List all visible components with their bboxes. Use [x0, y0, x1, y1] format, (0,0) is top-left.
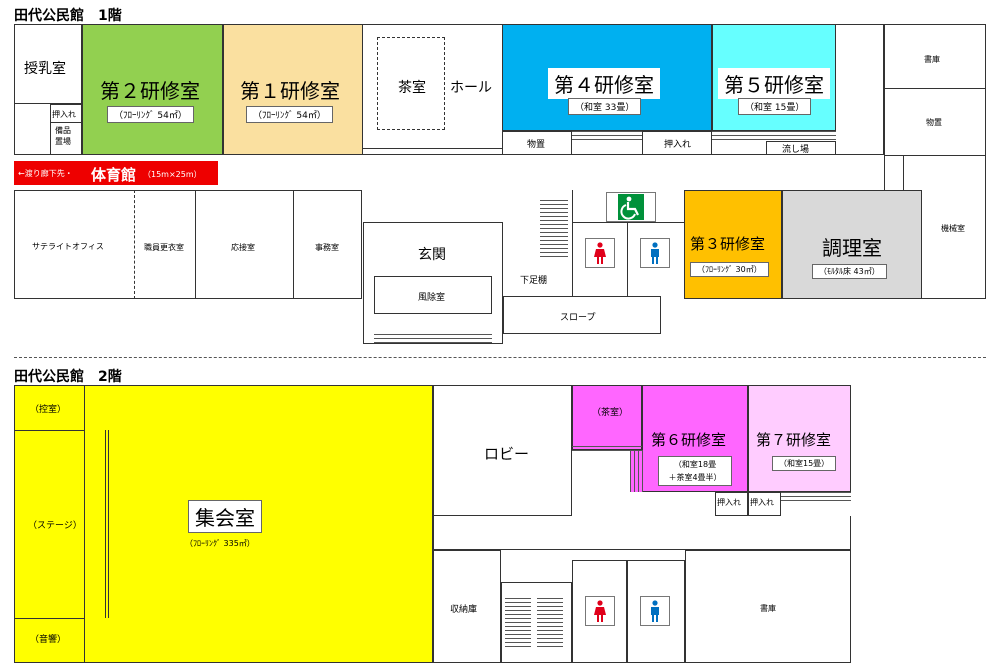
kitchen-sub: （ﾓﾙﾀﾙ床 43㎡）: [812, 264, 887, 279]
oshiire-small-label: 押入れ: [52, 110, 76, 119]
shoko-2f-label: 書庫: [760, 604, 776, 613]
getabako-label: 下足棚: [520, 276, 548, 286]
female-toilet-icon: [585, 238, 615, 268]
floor-separator: [14, 357, 986, 358]
stage-label: （ステージ）: [28, 521, 82, 531]
male-toilet-2f-icon: [640, 596, 670, 626]
nagashiba-label: 流し場: [782, 145, 810, 155]
fujoshitsu-label: 風除室: [418, 293, 446, 303]
shunoko-label: 収納庫: [450, 605, 478, 615]
assembly-hall-name: 集会室: [188, 500, 262, 533]
female-toilet-2f: [572, 560, 627, 663]
kenshu-room-3-name: 第３研修室: [690, 235, 766, 253]
kenshu-room-1: [223, 24, 363, 155]
kenshu-room-7-sub: （和室15畳）: [772, 456, 837, 471]
oshiire-2f-2: [748, 492, 781, 516]
floor1-east-block: [884, 24, 986, 299]
kenshu-room-2-sub: （ﾌﾛｰﾘﾝｸﾞ 54㎡）: [107, 106, 194, 123]
sink-area: [766, 141, 836, 155]
floor2-title: 田代公民館 2階: [14, 369, 122, 385]
kenshu-room-6-name: 第６研修室: [651, 431, 727, 449]
floor1-title: 田代公民館 1階: [14, 8, 122, 24]
oshiire-label: 押入れ: [664, 140, 692, 150]
slope: [503, 296, 661, 334]
kenshu-room-5-name: 第５研修室: [718, 68, 830, 99]
kenshu-room-4-name: 第４研修室: [548, 68, 660, 99]
monooki-label: 物置: [527, 140, 546, 150]
gym-size: （15m×25m）: [143, 170, 202, 179]
kitchen: [782, 190, 922, 299]
kenshu-room-2-name: 第２研修室: [100, 79, 200, 103]
oshiire-2f-1-label: 押入れ: [717, 498, 741, 507]
male-toilet-icon: [640, 238, 670, 268]
vestibule: [374, 276, 492, 314]
tea-room-2f: [572, 385, 642, 450]
kenshu-room-1-name: 第１研修室: [240, 79, 340, 103]
tea-room-2f-label: （茶室）: [592, 408, 629, 418]
floor1-west-block: [14, 190, 362, 299]
oshiire-room: [642, 131, 712, 155]
kenshu-room-5-sub: （和室 15畳）: [738, 98, 812, 115]
female-toilet-2f-icon: [585, 596, 615, 626]
reception-label: 応接室: [231, 243, 255, 252]
accessible-toilet-icon: [606, 192, 656, 222]
oshiire-2f-1: [715, 492, 748, 516]
nursing-room: [14, 24, 82, 104]
office-label: 事務室: [315, 243, 339, 252]
library-2f: [685, 550, 851, 663]
locker-label: 職員更衣室: [144, 243, 184, 252]
kenshu-room-6-sub2: ＋茶室4畳半）: [668, 473, 722, 482]
storage-2f: [433, 550, 501, 663]
hall-label: ホール: [450, 80, 492, 96]
monooki2-label: 物置: [926, 118, 942, 127]
tea-room-label: 茶室: [398, 80, 426, 96]
kenshu-room-3: [684, 190, 782, 299]
storage-closet: [50, 104, 82, 155]
lobby-label: ロビー: [484, 445, 530, 463]
bihin-label: 備品 置場: [55, 126, 71, 146]
stairs-2f: [505, 598, 531, 648]
onkyo-label: （音響）: [30, 635, 67, 645]
hikae-label: （控室）: [30, 405, 67, 415]
satellite-office-label: サテライトオフィス: [32, 242, 104, 251]
kenshu-room-6-sub1: （和室18畳: [673, 460, 717, 469]
gym-banner: ←渡り廊下先・ 体育館 （15m×25m）: [14, 161, 218, 185]
kitchen-name: 調理室: [822, 236, 882, 260]
lobby: [433, 385, 572, 516]
kenshu-room-4-sub: （和室 33畳）: [568, 98, 642, 115]
tea-room: [377, 37, 445, 130]
kenshu-room-3-sub: （ﾌﾛｰﾘﾝｸﾞ 30㎡）: [690, 262, 769, 277]
gym-name: 体育館: [91, 166, 137, 184]
kenshu-room-2: [82, 24, 223, 155]
slope-label: スロープ: [560, 313, 596, 323]
gym-banner-arrow: ←渡り廊下先・: [18, 169, 73, 178]
kenshu-room-1-sub: （ﾌﾛｰﾘﾝｸﾞ 54㎡）: [246, 106, 333, 123]
stairs-2f-area: [501, 582, 572, 663]
assembly-hall-sub: （ﾌﾛｰﾘﾝｸﾞ 335㎡）: [185, 539, 255, 548]
oshiire-2f-2-label: 押入れ: [750, 498, 774, 507]
floor1-north-block: [14, 24, 884, 155]
corridor-2f: [433, 516, 851, 550]
genkan-label: 玄関: [418, 247, 446, 263]
storage-room: [502, 131, 572, 155]
male-toilet-2f: [627, 560, 685, 663]
kenshu-room-7-name: 第７研修室: [756, 431, 832, 449]
shoko-label: 書庫: [924, 55, 940, 64]
stairs-1f: [540, 200, 568, 260]
kikaishitsu-label: 機械室: [941, 224, 965, 233]
kenshu-room-6-sub: （和室18畳 ＋茶室4畳半）: [658, 456, 732, 486]
kenshu-room-7: [748, 385, 851, 492]
nursing-room-label: 授乳室: [24, 61, 66, 77]
